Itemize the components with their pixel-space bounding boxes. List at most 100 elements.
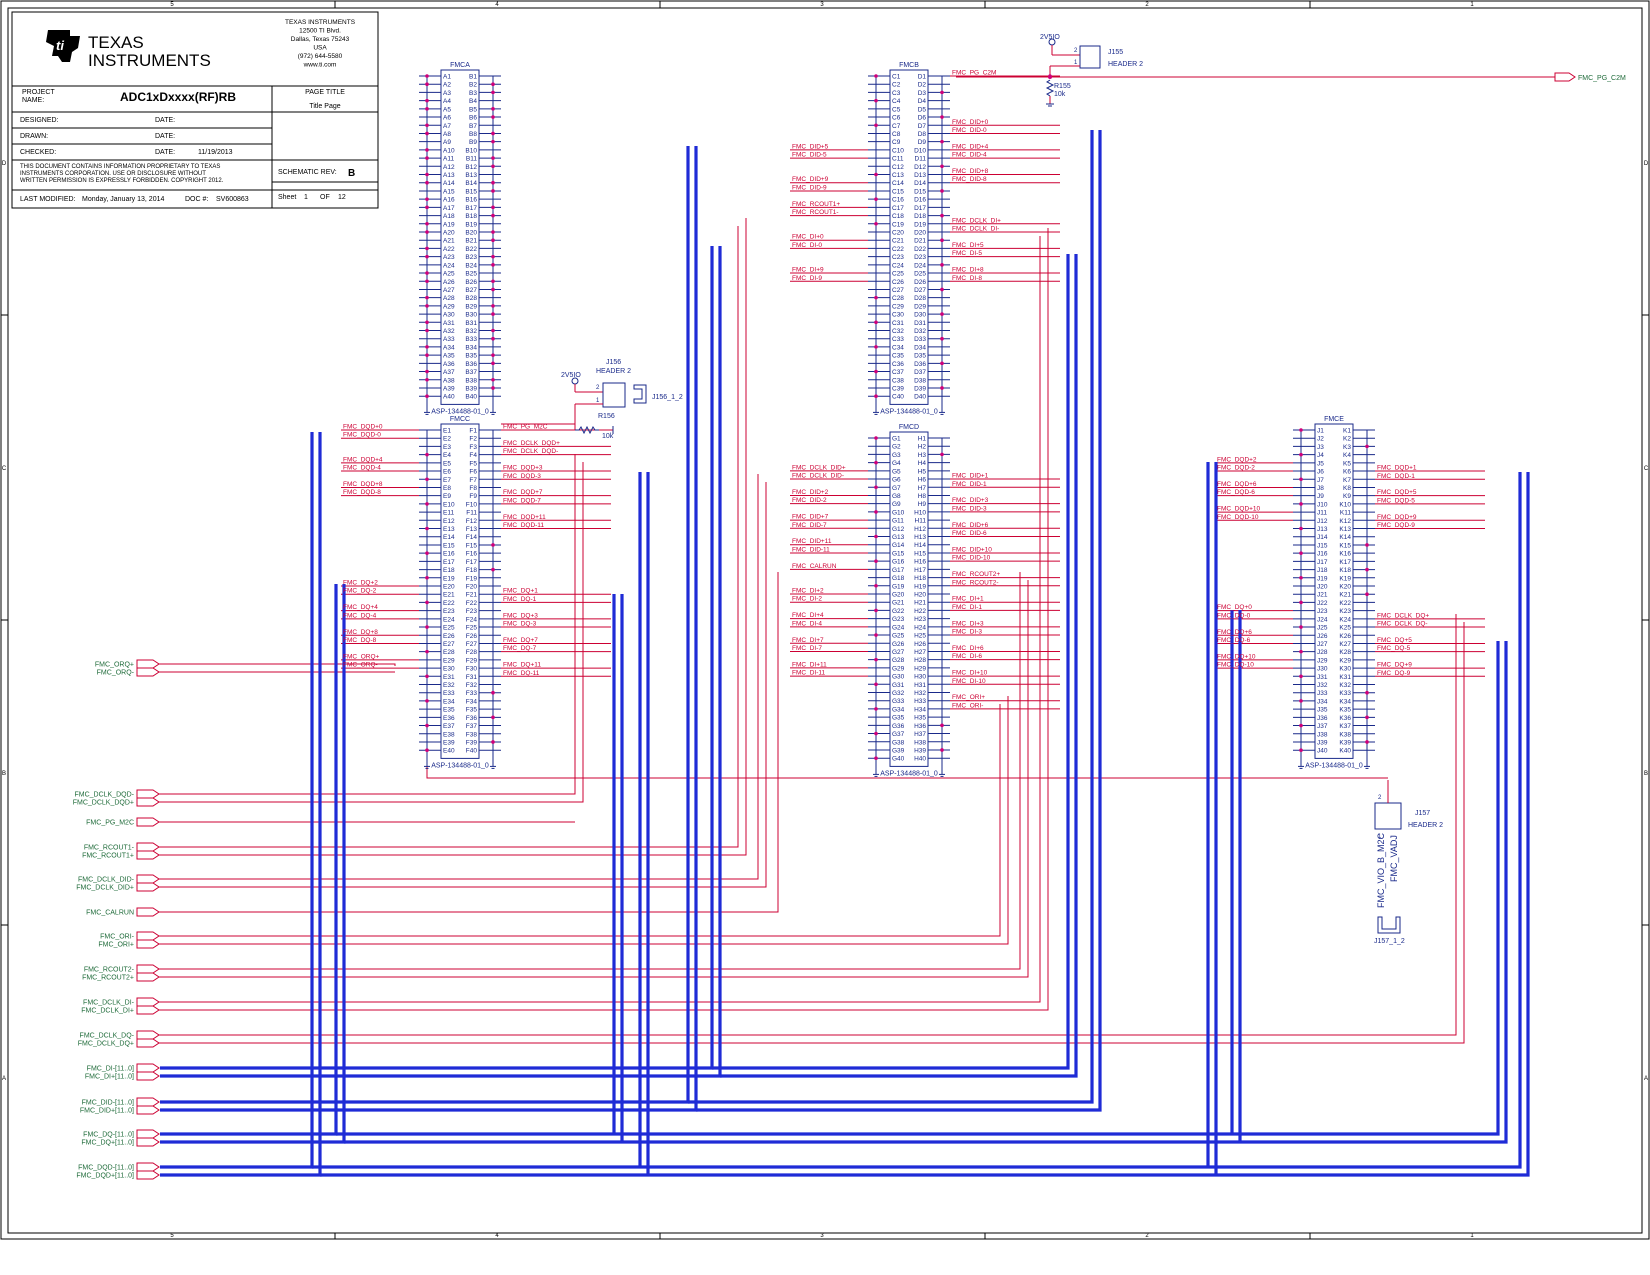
off-page-port: FMC_PG_M2C xyxy=(86,817,160,827)
port-label: FMC_PG_M2C xyxy=(86,820,134,827)
pin-label-right: H19 xyxy=(914,583,926,590)
ground-dot xyxy=(425,551,429,555)
pin-net-label: FMC_DID-0 xyxy=(952,127,987,134)
address-line: USA xyxy=(313,45,327,52)
pin-label-right: D30 xyxy=(914,312,926,319)
ground-dot xyxy=(425,156,429,160)
pin-label-left: J7 xyxy=(1317,477,1324,484)
pin-label-left: A3 xyxy=(443,90,451,97)
pin-label-right: D19 xyxy=(914,221,926,228)
pin-net-label: FMC_DID+0 xyxy=(952,119,989,126)
drawn-label: DRAWN: xyxy=(20,133,48,140)
pin-net-label: FMC_DQD-11 xyxy=(503,522,544,529)
pin-label-right: D31 xyxy=(914,320,926,327)
port-symbol xyxy=(136,1038,160,1048)
pin-label-left: J10 xyxy=(1317,501,1328,508)
pin-net-label: FMC_DQ-1 xyxy=(503,596,537,603)
ground-dot xyxy=(491,180,495,185)
ground-dot xyxy=(940,312,944,316)
pin-label-left: J30 xyxy=(1317,666,1328,673)
pin-label-right: B38 xyxy=(465,377,477,384)
pin-label-left: J13 xyxy=(1317,526,1328,533)
bus-dq-run-plus xyxy=(344,641,1508,1144)
pin-label-right: B18 xyxy=(465,213,477,220)
pin-label-right: H37 xyxy=(914,731,926,738)
j155-pin1: 1 xyxy=(1074,60,1078,66)
port-symbol xyxy=(136,667,160,677)
pin-label-left: E36 xyxy=(443,715,455,722)
pin-label-right: K38 xyxy=(1339,731,1351,738)
pin-net-label: FMC_RCOUT2- xyxy=(952,579,999,586)
ground-dot xyxy=(491,213,495,218)
pin-label-left: G9 xyxy=(892,501,901,508)
off-page-port: FMC_DCLK_DQ+ xyxy=(78,1038,160,1048)
ground-dot xyxy=(1299,674,1303,679)
pin-net-label: FMC_DID+11 xyxy=(792,538,832,545)
pin-label-right: H39 xyxy=(914,747,926,754)
pin-label-right: K21 xyxy=(1339,592,1351,599)
ground-dot xyxy=(1299,452,1303,457)
port-symbol xyxy=(136,882,160,892)
pin-label-left: A15 xyxy=(443,188,455,195)
pin-label-right: D29 xyxy=(914,303,926,310)
ground-dot xyxy=(940,189,944,193)
pin-label-right: B14 xyxy=(465,180,477,187)
pin-label-right: D15 xyxy=(914,188,926,195)
port-label: FMC_DQ-[11..0] xyxy=(83,1132,134,1139)
ground-dot xyxy=(491,336,495,341)
pin-net-label: FMC_DID+2 xyxy=(792,489,829,496)
ground-dot xyxy=(1299,625,1303,629)
pin-label-left: G4 xyxy=(892,460,901,467)
pin-label-left: C7 xyxy=(892,123,901,130)
pin-label-right: F14 xyxy=(466,534,478,541)
pin-label-right: H30 xyxy=(914,674,926,681)
pin-label-right: B15 xyxy=(465,188,477,195)
port-symbol xyxy=(136,874,160,884)
pin-label-right: K30 xyxy=(1339,666,1351,673)
port-label: FMC_RCOUT1+ xyxy=(82,853,134,860)
drawn-date-label: DATE: xyxy=(155,133,175,140)
pin-net-label: FMC_DI+5 xyxy=(952,242,984,249)
pin-label-left: J37 xyxy=(1317,723,1328,730)
ground-dot xyxy=(425,353,429,357)
zone-top-5: 5 xyxy=(170,2,174,8)
j156-pin2: 2 xyxy=(596,385,600,391)
pin-label-right: D9 xyxy=(918,139,927,146)
ground-dot xyxy=(1299,551,1303,555)
ground-dot xyxy=(491,238,495,242)
ground-dot xyxy=(874,123,878,128)
pin-label-right: H4 xyxy=(918,460,927,467)
j157-pin1: 1 xyxy=(1378,834,1382,840)
connector-part-number: ASP-134488-01_0 xyxy=(431,408,489,415)
pin-label-right: H11 xyxy=(915,518,927,525)
pin-label-left: A24 xyxy=(443,262,455,269)
project-label-1: PROJECT xyxy=(22,89,55,96)
pin-label-left: C22 xyxy=(892,246,904,253)
bus-di-run-minus xyxy=(712,254,1070,1070)
pin-net-label: FMC_DQ-5 xyxy=(1377,645,1411,652)
off-page-port: FMC_DCLK_DQD- xyxy=(74,789,160,799)
bus-dqd-plus xyxy=(160,432,322,1177)
ground-dot xyxy=(874,394,878,398)
pin-label-right: H12 xyxy=(914,526,926,533)
pin-label-right: K9 xyxy=(1343,493,1351,500)
sheet-total: 12 xyxy=(338,194,346,201)
ground-dot xyxy=(874,682,878,687)
ground-dot xyxy=(1299,748,1303,752)
pin-net-label: FMC_DCLK_DQ- xyxy=(1377,621,1428,628)
pin-label-left: E29 xyxy=(443,657,455,664)
pin-label-left: A17 xyxy=(443,205,455,212)
ground-dot xyxy=(1299,575,1303,580)
pin-label-left: J25 xyxy=(1317,625,1328,632)
pin-label-left: E11 xyxy=(443,510,454,517)
bus-dqd-run-plus xyxy=(320,472,1530,1177)
pin-label-left: G19 xyxy=(892,583,905,590)
port-label: FMC_DCLK_DQ- xyxy=(80,1033,135,1040)
pin-label-right: H3 xyxy=(918,452,927,459)
designed-label: DESIGNED: xyxy=(20,117,59,124)
pin-label-left: C37 xyxy=(892,369,904,376)
pin-label-left: C5 xyxy=(892,106,901,113)
j155-pin2: 2 xyxy=(1074,48,1078,54)
